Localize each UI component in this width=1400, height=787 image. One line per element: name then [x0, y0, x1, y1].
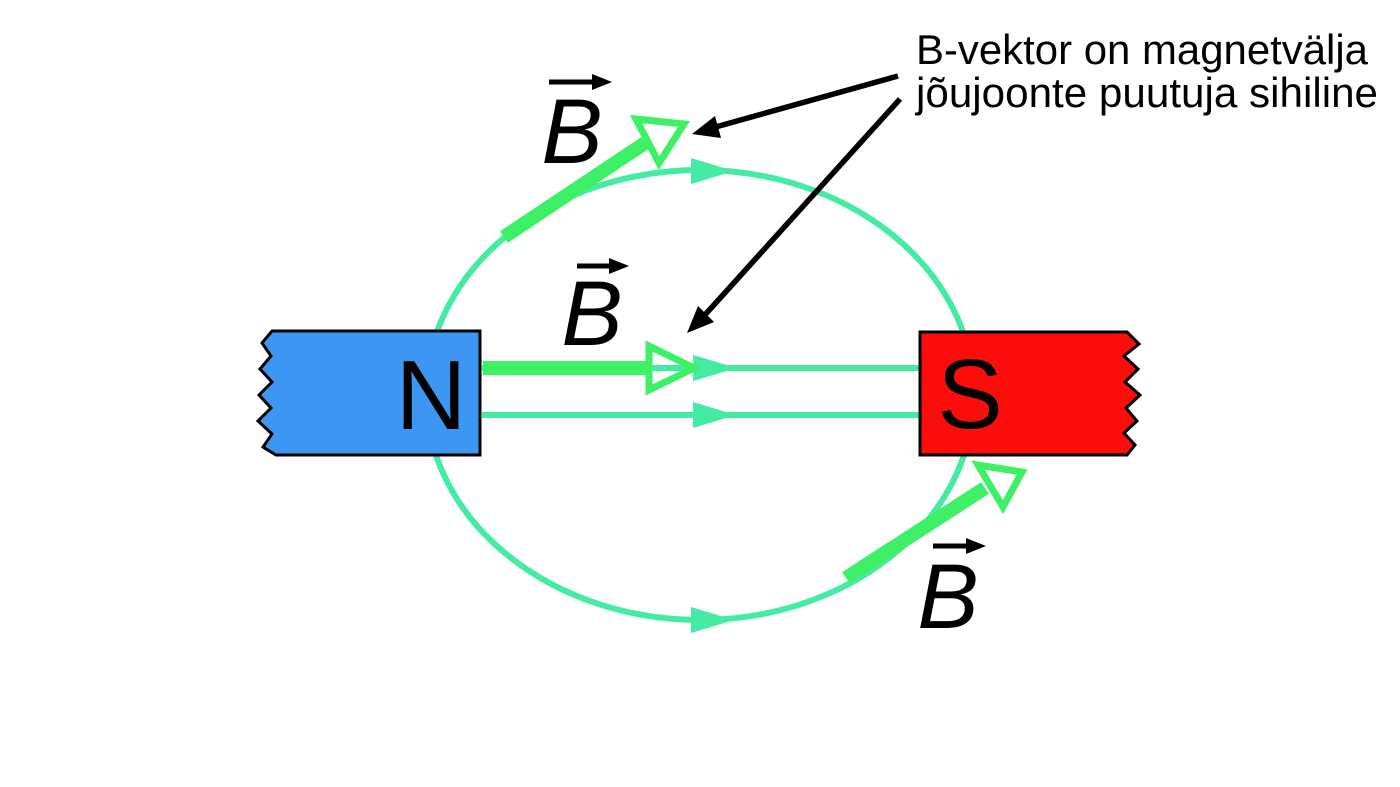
field-line-arrowhead-bottom-arc: [691, 607, 734, 633]
callout-arrow-top-line: [711, 73, 899, 131]
annotation-line-1: B-vektor on magnetvälja: [916, 26, 1369, 73]
b-vector-label-bottom: B: [917, 538, 986, 648]
b-vector-top-arrowhead: [629, 114, 691, 170]
callout-arrow-top-head: [692, 116, 721, 138]
b-vector-bottom-shaft: [842, 482, 989, 584]
b-vector-label-top: B: [541, 74, 612, 183]
south-pole-label: S: [937, 339, 1002, 449]
b-symbol-top: B: [541, 81, 602, 183]
field-line-arrowhead-lower-straight: [693, 402, 736, 428]
north-pole-magnet: [255, 329, 482, 457]
b-vector-top-shaft: [500, 137, 649, 243]
b-vector-bottom-arrowhead: [971, 460, 1028, 515]
field-line-arrowhead-top-arc: [691, 158, 734, 184]
vector-overbar-arrow-head: [609, 258, 629, 274]
vector-overbar-arrow-head: [592, 74, 612, 90]
north-pole-label: N: [396, 340, 467, 450]
b-symbol-bottom: B: [917, 546, 978, 648]
annotation-line-2: jõujoonte puutuja sihiline: [914, 69, 1378, 116]
callout-arrow-middle: [687, 97, 903, 333]
annotation-caption: B-vektor on magnetvälja jõujoonte puutuj…: [914, 26, 1378, 116]
callout-arrow-middle-line: [700, 97, 903, 319]
callout-arrow-top: [692, 73, 899, 138]
b-vector-label-middle: B: [561, 258, 629, 365]
south-pole-magnet: [918, 330, 1143, 457]
field-line-arrowhead-upper-straight: [693, 355, 737, 381]
b-vector-middle-arrowhead: [645, 340, 702, 396]
b-symbol-middle: B: [561, 263, 622, 365]
vector-overbar-arrow-head: [966, 538, 986, 554]
callout-arrow-middle-head: [687, 306, 714, 333]
